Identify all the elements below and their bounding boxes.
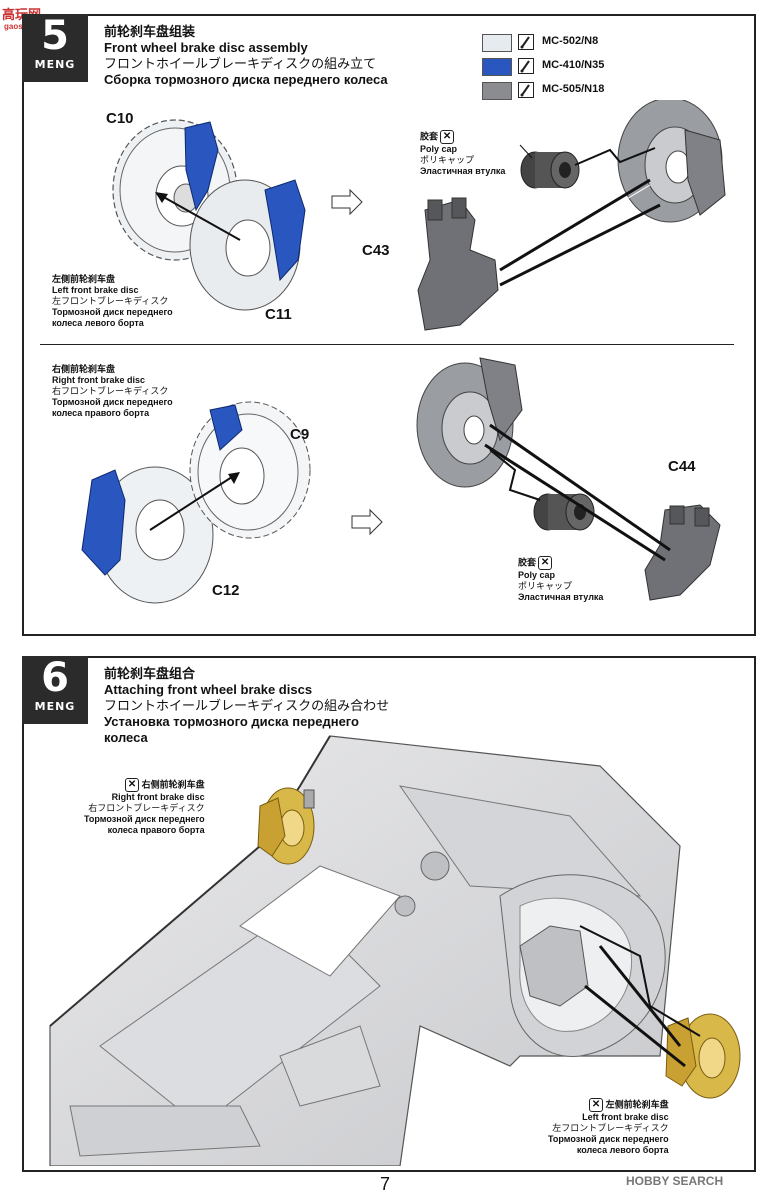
left-note-cn: 左侧前轮刹车盘 [52,274,116,284]
polycap-top [520,151,580,189]
arrow-right-icon [351,508,383,536]
paint-code-2: MC-410/N35 [542,59,605,71]
left-brake-assembly [665,1013,741,1099]
paint-swatch-3 [482,82,512,100]
step6-title-en: Attaching front wheel brake discs [104,682,313,697]
right-note-ru2: колеса правого борта [52,408,150,418]
chassis-illustration [49,735,741,1166]
no-cement-icon: ✕ [538,556,553,570]
polycap-bottom-jp: ポリキャップ [518,581,573,591]
right-note-ru1: Тормозной диск переднего [52,397,173,407]
step6-number: 6 [41,655,69,701]
step6-left-en: Left front brake disc [582,1112,669,1122]
disc-c11 [189,179,306,311]
right-brake-disc-note: 右侧前轮刹车盘 Right front brake disc 右フロントブレーキ… [52,364,173,419]
step5-title: 前轮刹车盘组装 Front wheel brake disc assembly … [104,24,388,88]
step6-right-ru1: Тормозной диск переднего [84,814,205,824]
polycap-bottom-note: 胶套✕ Poly cap ポリキャップ Эластичная втулка [518,556,603,603]
polycap-bottom-ru: Эластичная втулка [518,592,604,602]
no-cement-icon: ✕ [125,778,140,792]
right-note-cn: 右侧前轮刹车盘 [52,364,116,374]
left-note-en: Left front brake disc [52,285,139,295]
step6-left-jp: 左フロントブレーキディスク [552,1123,669,1133]
assembled-disc-top [617,100,726,223]
step5-left-illustration [112,100,726,331]
step5-title-en: Front wheel brake disc assembly [104,40,308,55]
step6-title-ru2: колеса [104,730,148,745]
step5-right-illustration [81,357,721,604]
step6-right-en: Right front brake disc [111,792,205,802]
polycap-bottom-cn: 胶套 [518,557,537,568]
no-cement-icon: ✕ [589,1098,604,1112]
step6-left-cn: 左侧前轮刹车盘 [605,1099,669,1110]
left-note-ru2: колеса левого борта [52,318,144,328]
assembled-disc-bottom [416,357,523,488]
knuckle-c43 [417,197,499,331]
polycap-top-jp: ポリキャップ [420,155,475,165]
step5-number: 5 [41,13,69,59]
step6-title: 前轮刹车盘组合 Attaching front wheel brake disc… [104,666,389,746]
step5-badge: 5 MENG [22,14,88,82]
polycap-top-ru: Эластичная втулка [420,166,506,176]
part-label-c43: C43 [362,242,390,259]
polycap-top-note: 胶套✕ Poly cap ポリキャップ Эластичная втулка [420,130,505,177]
step6-title-cn: 前轮刹车盘组合 [104,666,196,681]
disc-c12 [81,466,214,604]
step6-right-note: ✕ 右侧前轮刹车盘 Right front brake disc 右フロントブレ… [84,778,205,836]
polycap-top-en: Poly cap [420,144,458,154]
brush-icon [518,34,534,50]
step5-title-cn: 前轮刹车盘组装 [104,24,196,39]
paint-code-1: MC-502/N8 [542,35,599,47]
step6-title-jp: フロントホイールブレーキディスクの組み合わせ [104,698,390,713]
step5-title-jp: フロントホイールブレーキディスクの組み立て [104,56,377,71]
part-label-c11: C11 [265,306,292,323]
paint-swatch-1 [482,34,512,52]
step6-right-cn: 右侧前轮刹车盘 [141,779,205,790]
paint-swatch-2 [482,58,512,76]
page-number: 7 [380,1174,391,1194]
step5-title-ru: Сборка тормозного диска переднего колеса [104,72,388,87]
polycap-bottom [533,493,595,531]
part-label-c10: C10 [106,110,134,127]
step6-left-note: ✕ 左侧前轮刹车盘 Left front brake disc 左フロントブレー… [548,1098,669,1156]
step6-brand: MENG [34,700,76,713]
left-note-ru1: Тормозной диск переднего [52,307,173,317]
disc-c9 [189,401,311,539]
step6-left-ru1: Тормозной диск переднего [548,1134,669,1144]
part-label-c12: C12 [212,582,240,599]
polycap-bottom-en: Poly cap [518,570,556,580]
part-label-c9: C9 [290,426,310,443]
right-note-en: Right front brake disc [52,375,146,385]
brush-icon [518,82,534,98]
left-note-jp: 左フロントブレーキディスク [52,296,169,306]
step6-title-ru1: Установка тормозного диска переднего [104,714,359,729]
step6-left-ru2: колеса левого борта [576,1145,669,1155]
step6-badge: 6 MENG [22,656,88,724]
arrow-right-icon [331,188,363,216]
step6-right-jp: 右フロントブレーキディスク [88,803,205,813]
right-note-jp: 右フロントブレーキディスク [52,386,169,396]
polycap-top-cn: 胶套 [420,131,439,142]
left-brake-disc-note: 左侧前轮刹车盘 Left front brake disc 左フロントブレーキデ… [52,274,173,329]
paint-code-3: MC-505/N18 [542,83,605,95]
knuckle-c44 [644,504,721,601]
step5-divider [40,344,734,345]
step5-brand: MENG [34,58,76,71]
right-brake-assembly [257,787,315,865]
step6-right-ru2: колеса правого борта [107,825,205,835]
no-cement-icon: ✕ [440,130,455,144]
part-label-c44: C44 [668,458,696,475]
brush-icon [518,58,534,74]
watermark-bottom: HOBBY SEARCH [626,1174,724,1188]
